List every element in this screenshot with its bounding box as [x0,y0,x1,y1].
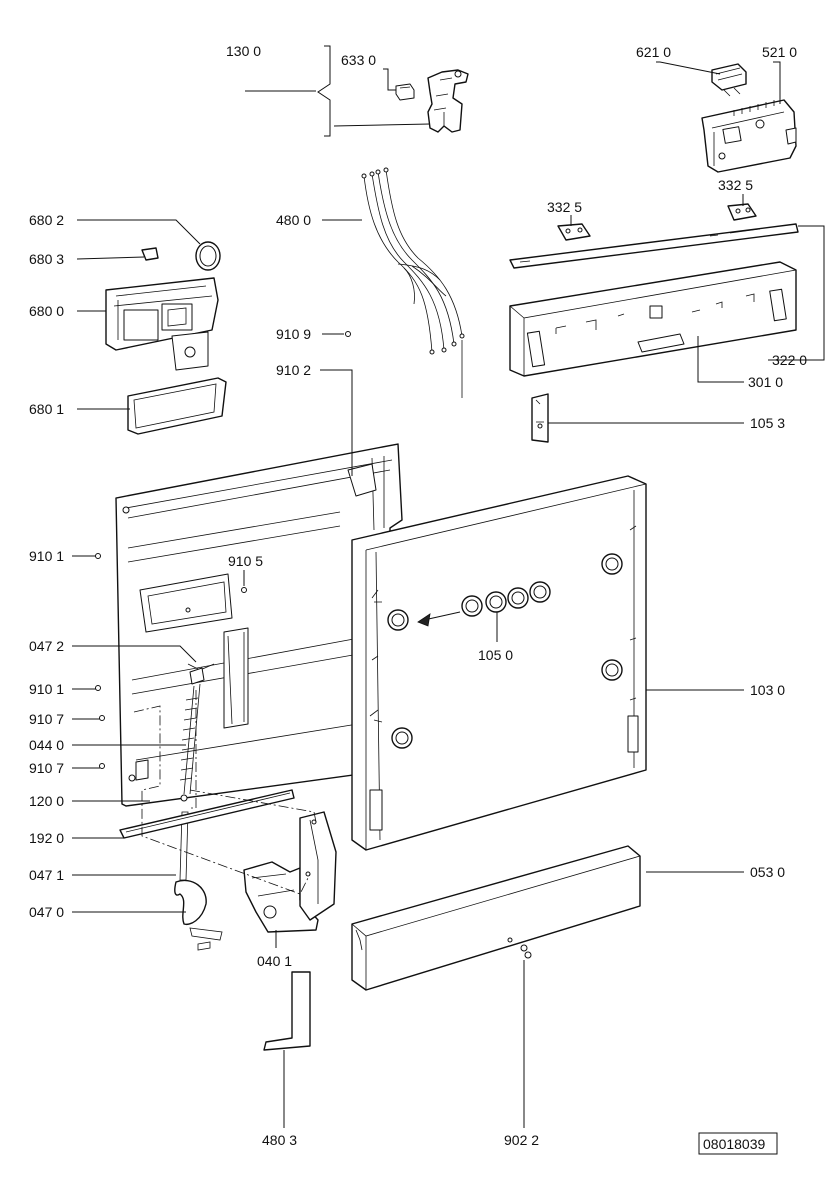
label-1200: 120 0 [29,793,64,809]
label-1050: 105 0 [478,647,513,663]
label-4803: 480 3 [262,1132,297,1148]
label-3325b: 332 5 [718,177,753,193]
part-hinge-assembly [395,69,469,133]
door-bumpers [387,553,623,749]
part-control-board [701,63,797,173]
label-0472: 047 2 [29,638,64,654]
part-screw-9105 [241,587,247,593]
label-9102: 910 2 [276,362,311,378]
drawing-number: 08018039 [703,1136,766,1152]
part-outer-door [351,475,647,851]
label-1030: 103 0 [750,682,785,698]
label-3010: 301 0 [748,374,783,390]
label-9107b: 910 7 [29,760,64,776]
part-foot [263,971,311,1051]
label-0471: 047 1 [29,867,64,883]
part-screw-9101b [95,685,101,691]
label-9101b: 910 1 [29,681,64,697]
loose-bumpers [461,581,551,617]
label-9107a: 910 7 [29,711,64,727]
part-inner-door [115,443,403,807]
label-6802: 680 2 [29,212,64,228]
part-hinge-spring [174,663,223,951]
leader-lines [72,45,825,1128]
part-screw-9101a [95,553,101,559]
part-screw-9107a [99,715,105,721]
reference-labels: 130 0 633 0 621 0 521 0 680 2 680 3 680 … [29,43,807,1148]
part-rail [119,789,295,839]
label-1300: 130 0 [226,43,261,59]
part-control-panel [509,223,799,377]
label-0440: 044 0 [29,737,64,753]
label-6801: 680 1 [29,401,64,417]
label-1920: 192 0 [29,830,64,846]
part-kick-plate [351,845,641,991]
assembly-lines [133,690,317,895]
part-clip-right [727,203,757,221]
label-9109: 910 9 [276,326,311,342]
label-9101a: 910 1 [29,548,64,564]
label-6210: 621 0 [636,44,671,60]
part-dispenser [105,241,227,435]
label-6803: 680 3 [29,251,64,267]
part-screw-9107b [99,763,105,769]
label-0530: 053 0 [750,864,785,880]
label-3325a: 332 5 [547,199,582,215]
part-clip-left [557,223,591,241]
part-screw-9109 [345,331,351,337]
part-bracket-1053 [531,393,549,443]
drawing-number-box: 08018039 [698,1132,778,1155]
label-9022: 902 2 [504,1132,539,1148]
label-0401: 040 1 [257,953,292,969]
label-3220: 322 0 [772,352,807,368]
label-0470: 047 0 [29,904,64,920]
label-4800: 480 0 [276,212,311,228]
label-6800: 680 0 [29,303,64,319]
label-9105: 910 5 [228,553,263,569]
label-6330: 633 0 [341,52,376,68]
part-hinge-bracket [243,811,337,933]
part-wiring-harness [361,167,465,398]
label-1053: 105 3 [750,415,785,431]
label-5210: 521 0 [762,44,797,60]
